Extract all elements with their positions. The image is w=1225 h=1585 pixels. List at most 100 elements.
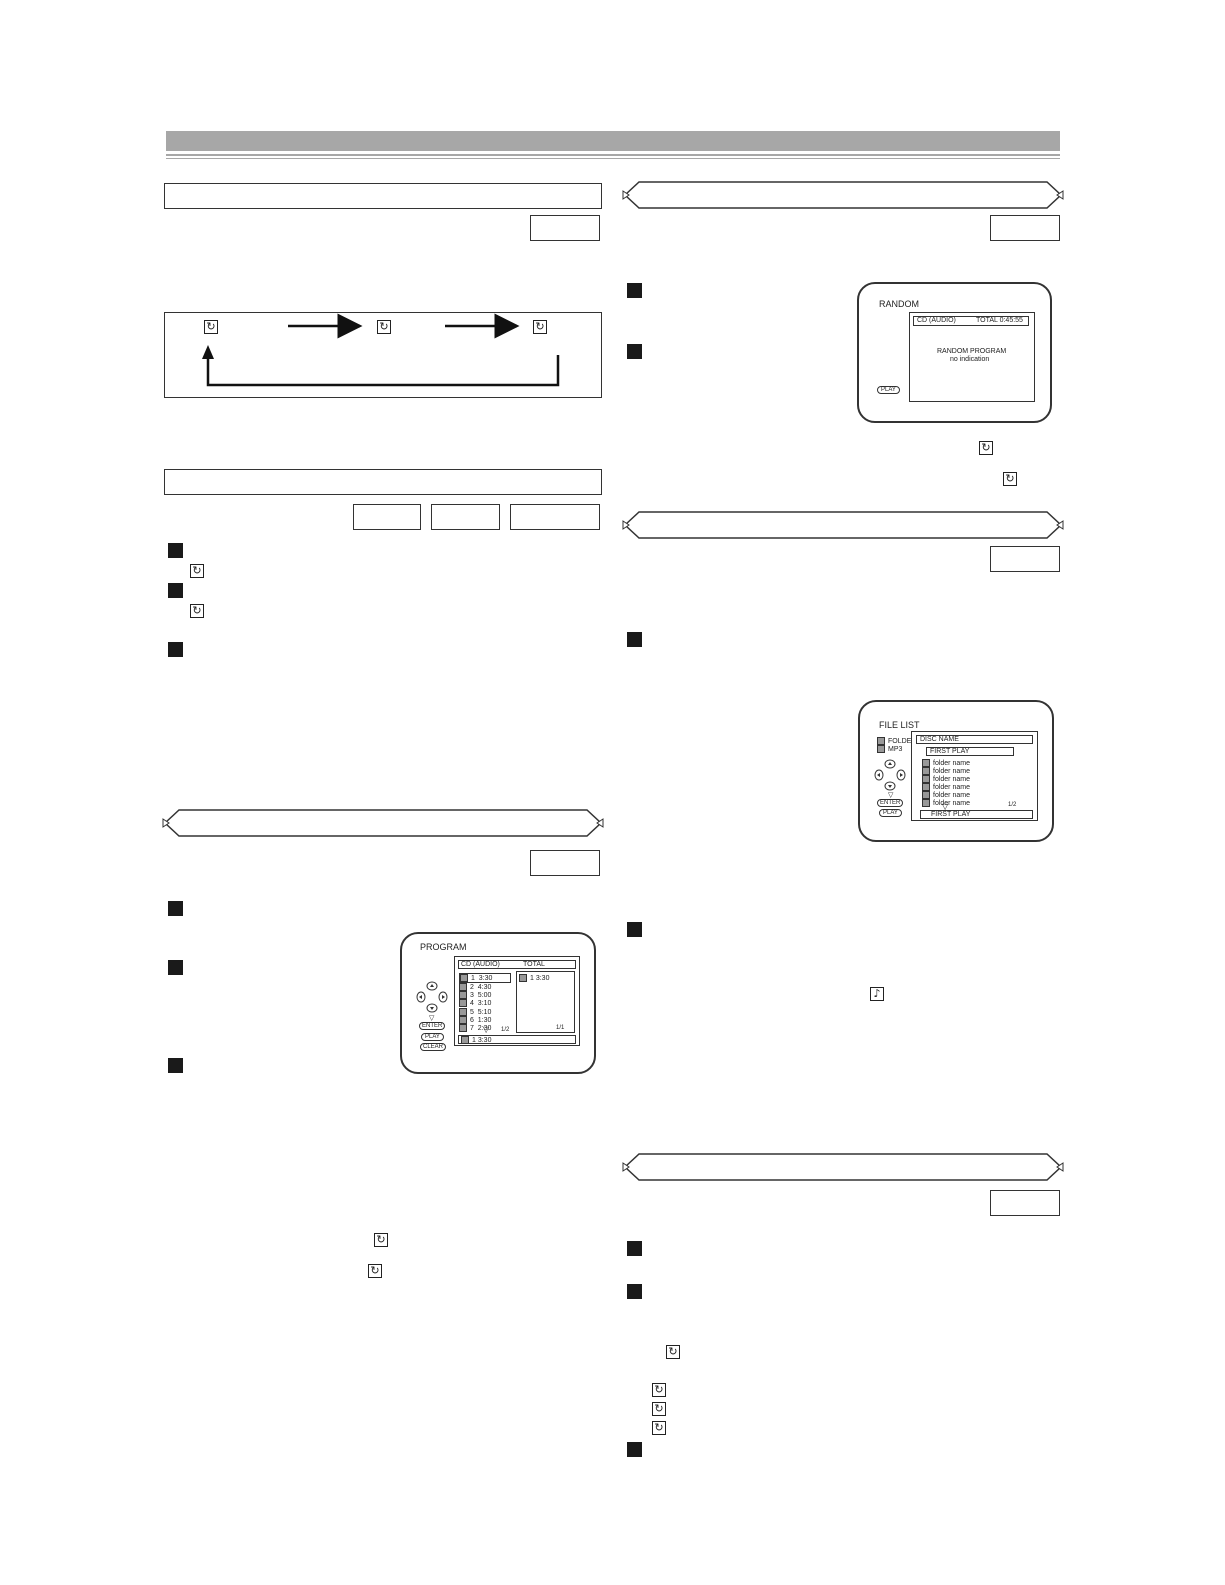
- folder-icon: [922, 767, 930, 775]
- repeat-icon: ↻: [652, 1421, 666, 1435]
- disc-tag: [431, 504, 500, 530]
- folder-item[interactable]: folder name: [922, 775, 992, 783]
- program-header-right: TOTAL: [523, 961, 545, 968]
- repeat-icon: ↻: [979, 441, 993, 455]
- repeat-icon: ↻: [666, 1345, 680, 1359]
- dpad-icon[interactable]: [874, 759, 906, 791]
- track-item[interactable]: 5 5:10: [459, 1007, 511, 1016]
- step-number: [627, 283, 642, 298]
- track-icon: [519, 974, 527, 982]
- first-play-top[interactable]: FIRST PLAY: [926, 747, 1014, 756]
- play-button[interactable]: PLAY: [421, 1033, 444, 1041]
- disc-tag: [353, 504, 421, 530]
- folder-item[interactable]: folder name: [922, 783, 992, 791]
- step-number: [627, 1442, 642, 1457]
- folder-item[interactable]: folder name: [922, 799, 992, 807]
- music-note-icon: ♪: [870, 987, 884, 1001]
- repeat-icon: ↻: [377, 320, 391, 334]
- step-number: [627, 1241, 642, 1256]
- track-icon: [461, 1036, 469, 1044]
- program-panel: CD (AUDIO) TOTAL 1 3:30 2 4:30 3 5:00 4 …: [454, 956, 580, 1046]
- random-header-left: CD (AUDIO): [917, 317, 956, 324]
- disc-name-bar: DISC NAME: [916, 735, 1033, 744]
- track-item[interactable]: 6 1:30: [459, 1015, 511, 1024]
- step-number: [168, 901, 183, 916]
- first-play-top-label: FIRST PLAY: [930, 748, 970, 755]
- section-header-random: [622, 181, 1064, 209]
- enter-button[interactable]: ENTER: [877, 799, 904, 807]
- folder-icon: [922, 759, 930, 767]
- down-arrow-icon: ▽: [888, 792, 894, 799]
- random-header: CD (AUDIO) TOTAL 0:45:55: [913, 316, 1029, 326]
- scroll-down-icon[interactable]: ▽: [483, 1025, 490, 1034]
- left-page-indicator: 1/2: [501, 1027, 510, 1033]
- mp3-legend: MP3: [877, 745, 902, 753]
- folder-icon: [922, 791, 930, 799]
- disc-tag: [990, 215, 1060, 241]
- step-number: [627, 1284, 642, 1299]
- page-indicator: 1/2: [1008, 802, 1017, 808]
- page-header-rule-thin: [166, 158, 1060, 159]
- program-bottom-bar: 1 3:30: [458, 1035, 576, 1044]
- track-item[interactable]: 1 3:30: [459, 973, 511, 984]
- section-header-ab-repeat: [164, 469, 602, 495]
- track-icon: [459, 1015, 467, 1024]
- section-header-program: [162, 809, 604, 837]
- step-number: [627, 632, 642, 647]
- repeat-icon: ↻: [374, 1233, 388, 1247]
- random-panel: CD (AUDIO) TOTAL 0:45:55 RANDOM PROGRAM …: [909, 312, 1035, 402]
- program-screen: PROGRAM CD (AUDIO) TOTAL 1 3:30 2 4:30 3…: [400, 932, 596, 1074]
- track-list: 1 3:30 2 4:30 3 5:00 4 3:10 5 5:10 6 1:3…: [459, 973, 511, 1032]
- track-icon: [460, 974, 468, 982]
- track-icon: [459, 983, 467, 992]
- dpad-icon[interactable]: [416, 981, 448, 1013]
- track-item[interactable]: 3 5:00: [459, 991, 511, 1000]
- file-list-screen: FILE LIST FOLDER MP3 DISC NAME FIRST PLA…: [858, 700, 1054, 842]
- track-icon: [459, 999, 467, 1008]
- play-button[interactable]: PLAY: [877, 386, 900, 394]
- folder-icon: [922, 775, 930, 783]
- repeat-icon: ↻: [190, 604, 204, 618]
- folder-icon: [877, 737, 885, 745]
- first-play-bottom: FIRST PLAY: [920, 810, 1033, 819]
- play-button[interactable]: PLAY: [879, 809, 902, 817]
- mp3-icon: [877, 745, 885, 753]
- program-title: PROGRAM: [420, 942, 467, 952]
- step-number: [627, 344, 642, 359]
- flow-arrows: [202, 313, 560, 387]
- random-header-right: TOTAL 0:45:55: [976, 317, 1023, 324]
- disc-tag: [530, 215, 600, 241]
- repeat-flow-diagram: ↻ ↻ ↻: [164, 312, 602, 398]
- folder-item[interactable]: folder name: [922, 759, 992, 767]
- random-screen: RANDOM CD (AUDIO) TOTAL 0:45:55 RANDOM P…: [857, 282, 1052, 423]
- folder-list: folder name folder name folder name fold…: [922, 759, 992, 807]
- track-item[interactable]: 4 3:10: [459, 999, 511, 1008]
- down-arrow-icon: ▽: [429, 1015, 435, 1022]
- folder-item[interactable]: folder name: [922, 791, 992, 799]
- right-page-indicator: 1/1: [556, 1025, 565, 1031]
- bottom-entry: 1 3:30: [461, 1036, 491, 1044]
- repeat-icon: ↻: [1003, 472, 1017, 486]
- scroll-down-icon[interactable]: ▽: [942, 802, 949, 811]
- repeat-icon: ↻: [368, 1264, 382, 1278]
- track-item[interactable]: 2 4:30: [459, 983, 511, 992]
- folder-item[interactable]: folder name: [922, 767, 992, 775]
- program-entry[interactable]: 1 3:30: [519, 974, 549, 982]
- random-title: RANDOM: [879, 299, 919, 309]
- page-header-rule: [166, 154, 1060, 156]
- section-header-repeat: [164, 183, 602, 209]
- folder-icon: [922, 799, 930, 807]
- track-item[interactable]: 7 2:30: [459, 1023, 511, 1032]
- first-play-bottom-label: FIRST PLAY: [931, 811, 971, 818]
- track-icon: [459, 1007, 467, 1016]
- clear-button[interactable]: CLEAR: [420, 1043, 447, 1051]
- track-icon: [459, 1023, 467, 1032]
- disc-tag: [990, 1190, 1060, 1216]
- track-icon: [459, 991, 467, 1000]
- enter-button[interactable]: ENTER: [419, 1022, 446, 1030]
- repeat-icon: ↻: [652, 1402, 666, 1416]
- file-list-title: FILE LIST: [879, 720, 920, 730]
- repeat-icon: ↻: [204, 320, 218, 334]
- step-number: [168, 543, 183, 558]
- page-header-bar: [166, 131, 1060, 151]
